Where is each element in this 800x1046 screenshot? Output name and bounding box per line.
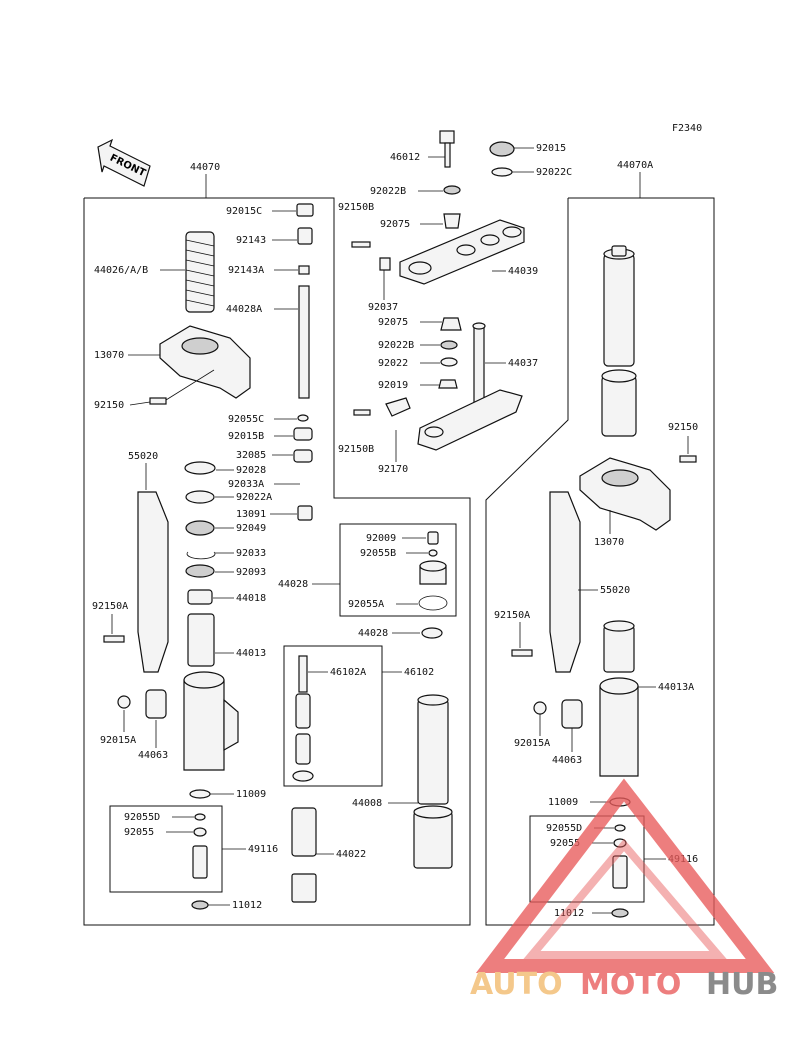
label-44028-box: 44028 [278, 579, 308, 590]
label-92150B-top: 92150B [338, 202, 374, 213]
watermark-logo: AUTO MOTO HUB [470, 778, 778, 1002]
damper-parts [283, 523, 457, 903]
label-92055-left: 92055 [124, 827, 154, 838]
label-46102: 46102 [404, 667, 434, 678]
label-11012-right: 11012 [554, 908, 584, 919]
label-92075-mid: 92075 [378, 317, 408, 328]
label-44028-bottom: 44028 [358, 628, 388, 639]
right-assy-boundary [485, 197, 715, 926]
label-92055C: 92055C [228, 414, 264, 425]
label-92015: 92015 [536, 143, 566, 154]
front-arrow-icon: FRONT [97, 138, 151, 187]
label-92049: 92049 [236, 523, 266, 534]
label-44022: 44022 [336, 849, 366, 860]
label-92143A: 92143A [228, 265, 264, 276]
label-92150-right: 92150 [668, 422, 698, 433]
label-44008: 44008 [352, 798, 382, 809]
label-92019: 92019 [378, 380, 408, 391]
label-92022B-top: 92022B [370, 186, 406, 197]
label-92055B: 92055B [360, 548, 396, 559]
label-92022: 92022 [378, 358, 408, 369]
label-13070-right: 13070 [594, 537, 624, 548]
label-55020-right: 55020 [600, 585, 630, 596]
label-92033: 92033 [236, 548, 266, 559]
label-44026: 44026/A/B [94, 265, 148, 276]
label-92028: 92028 [236, 465, 266, 476]
label-92055D-left: 92055D [124, 812, 160, 823]
label-92150A-left: 92150A [92, 601, 128, 612]
diagram-code: F2340 [672, 123, 702, 134]
label-92150-left: 92150 [94, 400, 124, 411]
label-92022A: 92022A [236, 492, 272, 503]
label-92150A-right: 92150A [494, 610, 530, 621]
label-44037: 44037 [508, 358, 538, 369]
label-46012: 46012 [390, 152, 420, 163]
label-55020-left: 55020 [128, 451, 158, 462]
label-92055A: 92055A [348, 599, 384, 610]
label-92093: 92093 [236, 567, 266, 578]
label-13091: 13091 [236, 509, 266, 520]
watermark-part-hub: HUB [706, 967, 778, 1002]
label-92015A-right: 92015A [514, 738, 550, 749]
label-92055-right: 92055 [550, 838, 580, 849]
label-92022B-mid: 92022B [378, 340, 414, 351]
label-92170: 92170 [378, 464, 408, 475]
label-11009-right: 11009 [548, 797, 578, 808]
label-11009-left: 11009 [236, 789, 266, 800]
label-92033A: 92033A [228, 479, 264, 490]
label-92015B: 92015B [228, 431, 264, 442]
steering-stem-parts [351, 130, 525, 451]
label-44063-left: 44063 [138, 750, 168, 761]
label-44018: 44018 [236, 593, 266, 604]
label-92037: 92037 [368, 302, 398, 313]
label-44028A: 44028A [226, 304, 262, 315]
label-92015C: 92015C [226, 206, 262, 217]
left-fork-parts [103, 203, 314, 910]
label-11012-left: 11012 [232, 900, 262, 911]
label-92055D-right: 92055D [546, 823, 582, 834]
left-assy-boundary [83, 197, 471, 926]
watermark-part-auto: AUTO [470, 967, 563, 1002]
label-92022C: 92022C [536, 167, 572, 178]
label-92075-top: 92075 [380, 219, 410, 230]
label-44013A: 44013A [658, 682, 694, 693]
label-13070-left: 13070 [94, 350, 124, 361]
watermark-part-moto: MOTO [580, 967, 681, 1002]
label-49116-left: 49116 [248, 844, 278, 855]
label-46102A: 46102A [330, 667, 366, 678]
label-92009: 92009 [366, 533, 396, 544]
label-32085: 32085 [236, 450, 266, 461]
label-92143: 92143 [236, 235, 266, 246]
label-92015A-left: 92015A [100, 735, 136, 746]
assy-label-left: 44070 [190, 162, 220, 173]
label-44063-right: 44063 [552, 755, 582, 766]
label-44039: 44039 [508, 266, 538, 277]
label-44013: 44013 [236, 648, 266, 659]
assy-label-right: 44070A [617, 160, 653, 171]
label-92150B-mid: 92150B [338, 444, 374, 455]
